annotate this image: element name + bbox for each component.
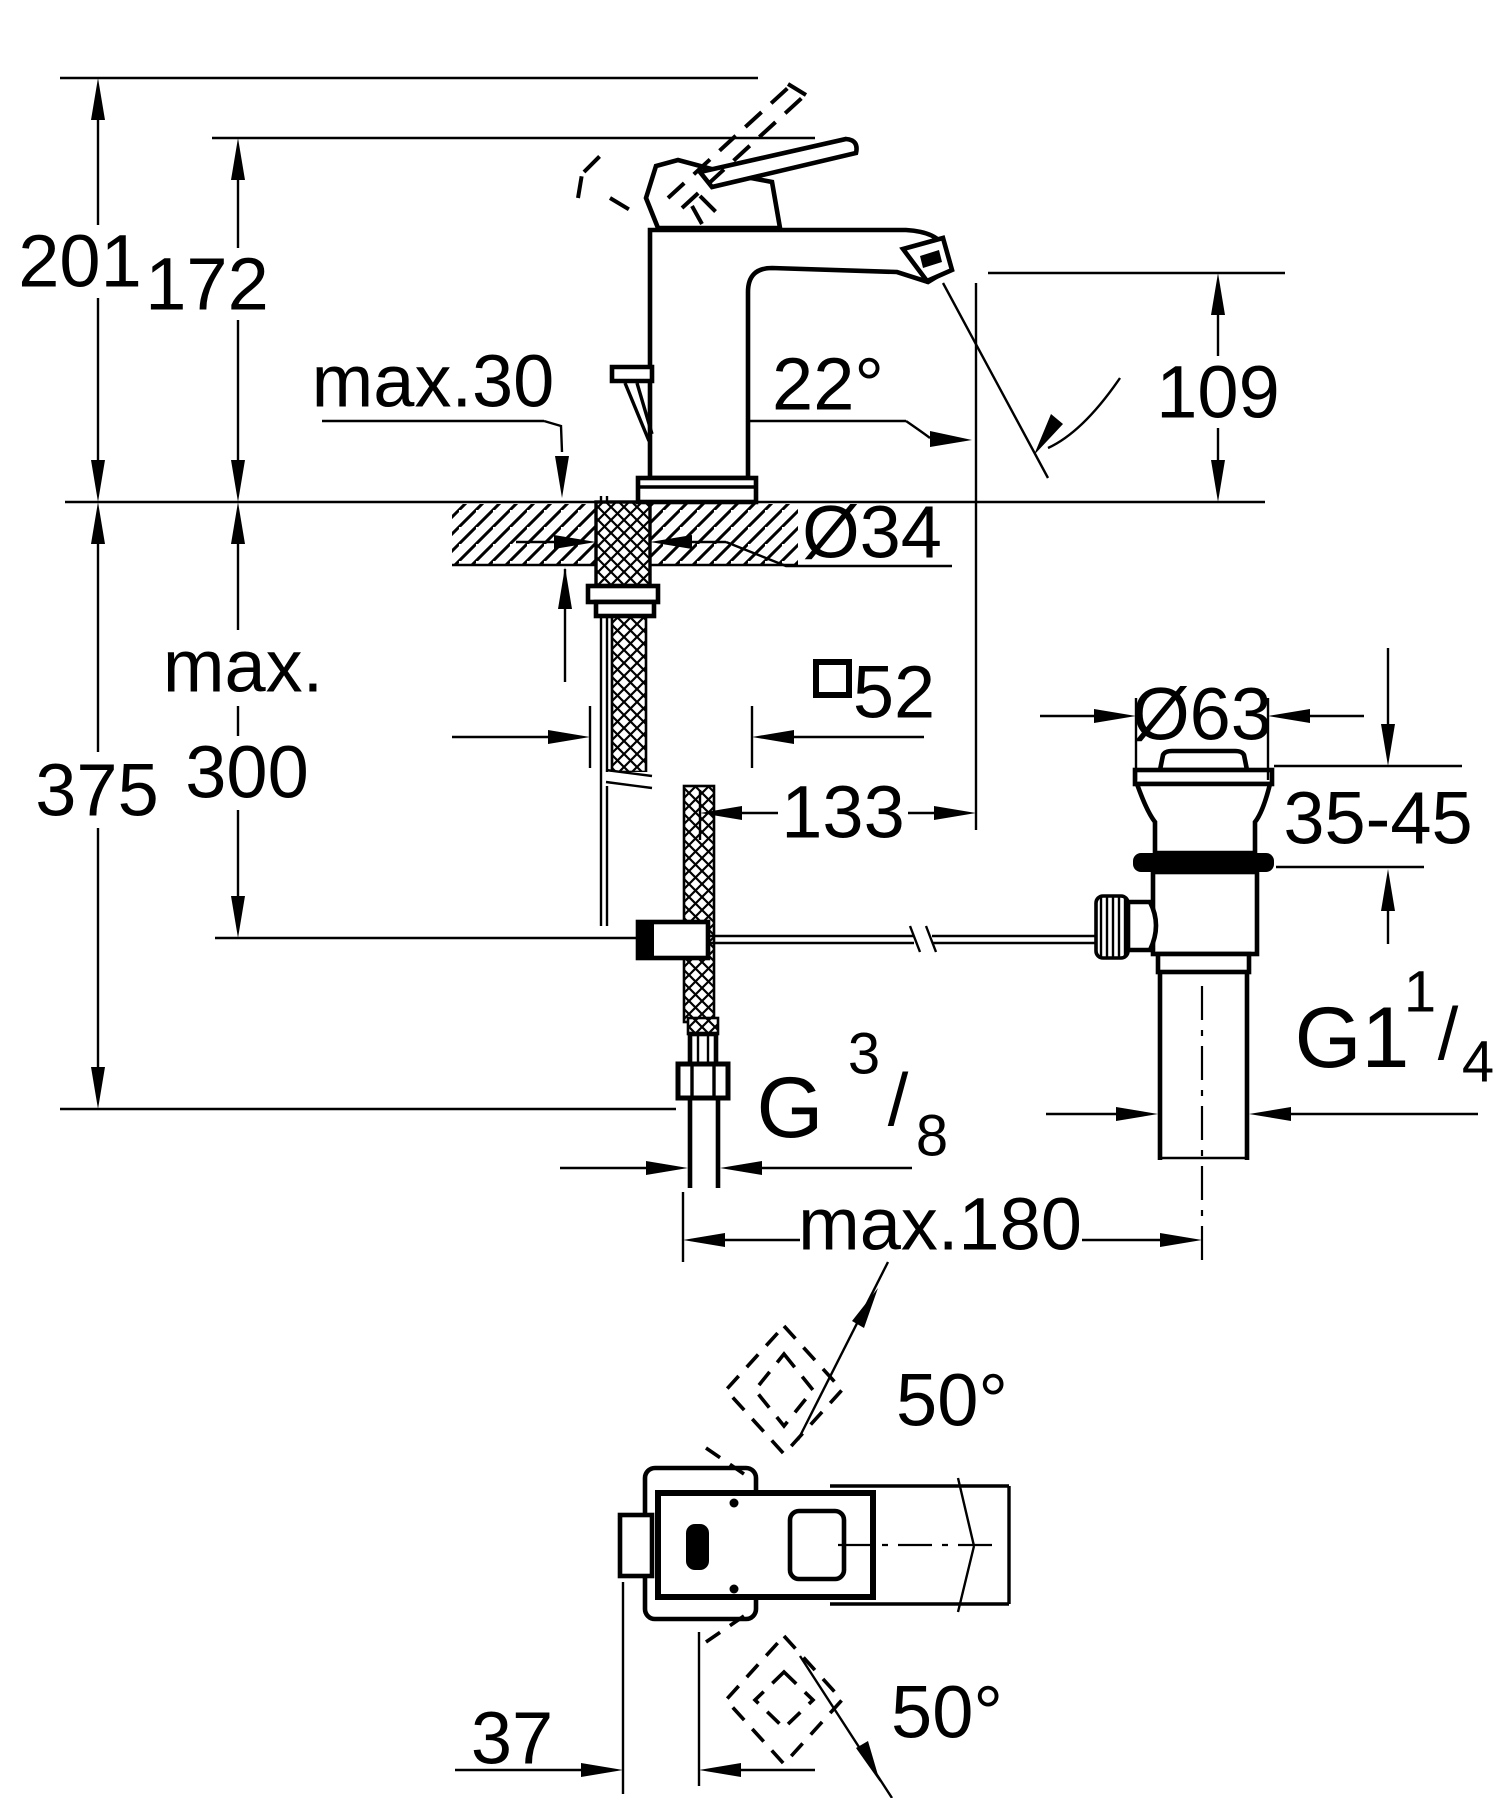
dim-center-to-outlet: 133 bbox=[781, 771, 904, 854]
dim-below-deck-left: 375 bbox=[35, 749, 158, 832]
plan-lever-end bbox=[617, 1512, 655, 1579]
rod-break-mark bbox=[908, 925, 922, 953]
dim-max-deck: max.30 bbox=[312, 340, 555, 423]
plan-view bbox=[455, 1261, 1011, 1798]
offset-37-dimension bbox=[455, 1582, 815, 1794]
side-lever bbox=[609, 364, 655, 442]
dim-body-section: 52 bbox=[853, 651, 935, 734]
handle-swing-upper-dashed bbox=[704, 1323, 845, 1476]
dim-total-height: 201 bbox=[18, 220, 141, 303]
countertop-section bbox=[452, 504, 798, 567]
dim-spout-top-height: 172 bbox=[145, 243, 268, 326]
dim-max-shared: max. bbox=[163, 625, 323, 708]
dim-supply-thread: G 3 / 8 bbox=[757, 1022, 949, 1169]
supply-thread-num: 3 bbox=[848, 1022, 880, 1087]
fixing-washer bbox=[585, 583, 661, 605]
spout-outlet bbox=[899, 235, 955, 284]
handle-raised-dashed bbox=[576, 82, 808, 225]
waste-neck bbox=[1133, 781, 1273, 856]
plan-cartridge-slot bbox=[686, 1524, 709, 1570]
dimension-lines bbox=[60, 76, 1478, 1262]
pop-up-waste bbox=[1094, 748, 1275, 1262]
supply-thread-den: 8 bbox=[916, 1104, 948, 1169]
hose-break-symbol bbox=[604, 768, 654, 790]
waste-thread-g: G1 bbox=[1295, 990, 1410, 1086]
plan-spout bbox=[830, 1484, 1011, 1606]
waste-body bbox=[1150, 869, 1260, 957]
dim-swing-top: 50° bbox=[896, 1359, 1008, 1442]
dim-waste-diameter: Ø63 bbox=[1132, 673, 1272, 756]
knob-connector bbox=[1125, 899, 1159, 953]
dim-swing-bottom: 50° bbox=[891, 1671, 1003, 1754]
waste-thread-num: 1 bbox=[1404, 960, 1436, 1025]
handle-swing-lower-dashed bbox=[704, 1614, 845, 1767]
handle-closed bbox=[643, 136, 859, 231]
fixing-nut bbox=[593, 599, 657, 619]
swing-angle-dimensions bbox=[796, 1261, 976, 1798]
rod-knob-knurled bbox=[1094, 894, 1130, 960]
escutcheon-base bbox=[635, 475, 759, 505]
square-section-symbol bbox=[813, 659, 852, 698]
waste-plug bbox=[1157, 748, 1250, 773]
supply-thread-g: G bbox=[757, 1060, 824, 1156]
dim-waste-thread: G1 1 / 4 bbox=[1295, 960, 1495, 1095]
supply-connector-g38 bbox=[675, 1016, 731, 1188]
waste-ring bbox=[1155, 951, 1252, 975]
threaded-shank bbox=[594, 500, 652, 588]
dim-handle-offset: 37 bbox=[471, 1697, 553, 1780]
dim-shank-diameter: Ø34 bbox=[802, 491, 942, 574]
stream-angled-line bbox=[941, 282, 1050, 479]
waste-gasket bbox=[1133, 853, 1274, 872]
side-view bbox=[60, 76, 1478, 1262]
pop-up-rod bbox=[708, 925, 1098, 953]
waste-thread-den: 4 bbox=[1462, 1030, 1494, 1095]
counter-hatch-left bbox=[452, 504, 596, 564]
counter-hatch-right bbox=[650, 504, 798, 564]
hex-nut bbox=[675, 1061, 731, 1101]
supply-thread-slash: / bbox=[888, 1059, 909, 1142]
dim-waste-deck-range: 35-45 bbox=[1283, 777, 1472, 860]
dim-spout-angle: 22° bbox=[772, 343, 884, 426]
waste-thread-slash: / bbox=[1438, 993, 1459, 1076]
dim-below-deck-right: 300 bbox=[185, 731, 308, 814]
rod-coupling-cap bbox=[638, 922, 654, 958]
dimension-labels: 201 172 max.30 22° 109 Ø34 52 133 max. 3… bbox=[18, 220, 1494, 1780]
dim-max-rod-reach: max.180 bbox=[798, 1183, 1082, 1266]
under-counter-assembly bbox=[585, 496, 1098, 1188]
dim-outlet-height: 109 bbox=[1156, 351, 1279, 434]
